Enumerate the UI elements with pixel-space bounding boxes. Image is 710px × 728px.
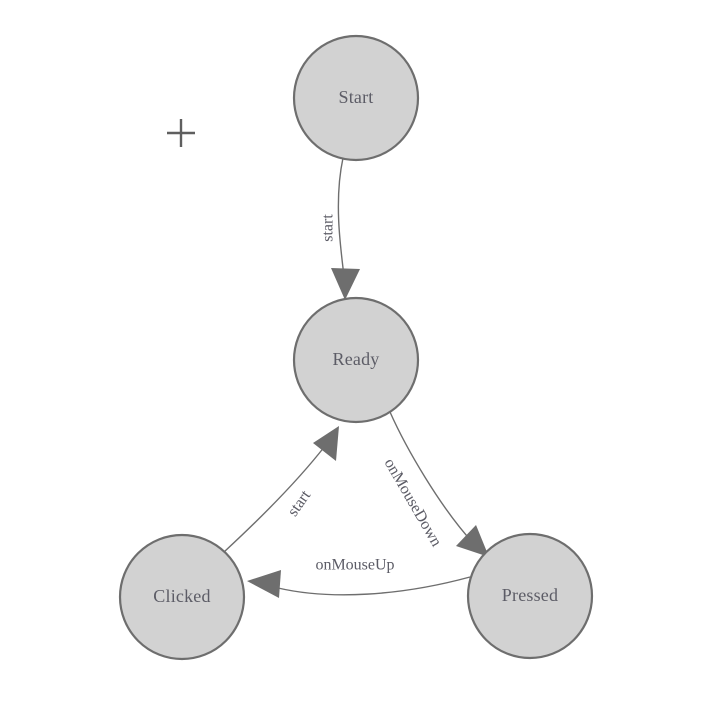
edge-ready-to-pressed-arrowhead <box>456 525 489 557</box>
node-pressed-label: Pressed <box>502 585 558 605</box>
node-start-circle[interactable] <box>292 34 420 162</box>
node-ready-label: Ready <box>333 349 380 369</box>
edge-pressed-to-clicked[interactable]: onMouseUp <box>247 557 471 598</box>
node-pressed-circle[interactable] <box>466 532 594 660</box>
node-clicked-circle[interactable] <box>118 533 246 661</box>
edge-ready-to-pressed-path[interactable] <box>389 411 475 545</box>
edge-clicked-to-ready[interactable]: start <box>223 426 339 553</box>
node-ready[interactable]: Ready <box>292 296 420 424</box>
edge-start-to-ready-path[interactable] <box>337 157 346 285</box>
edge-start-to-ready[interactable]: start <box>320 157 360 300</box>
edge-pressed-to-clicked-path[interactable] <box>277 576 471 596</box>
edge-ready-to-pressed[interactable]: onMouseDown <box>381 411 489 557</box>
node-ready-circle[interactable] <box>292 296 420 424</box>
node-clicked-label: Clicked <box>153 586 210 606</box>
edge-start-to-ready-arrowhead <box>331 268 360 300</box>
edge-label-ready-to-pressed: onMouseDown <box>381 456 445 550</box>
edge-clicked-to-ready-path[interactable] <box>223 445 326 553</box>
edge-label-pressed-to-clicked: onMouseUp <box>315 557 394 574</box>
plus-crosshair-icon <box>167 119 195 147</box>
node-start[interactable]: Start <box>292 34 420 162</box>
edge-label-start-to-ready: start <box>320 214 337 242</box>
node-pressed[interactable]: Pressed <box>466 532 594 660</box>
edge-clicked-to-ready-arrowhead <box>313 426 339 461</box>
node-start-label: Start <box>339 87 374 107</box>
node-clicked[interactable]: Clicked <box>118 533 246 661</box>
edge-pressed-to-clicked-arrowhead <box>247 570 281 598</box>
edge-label-clicked-to-ready: start <box>284 487 314 520</box>
